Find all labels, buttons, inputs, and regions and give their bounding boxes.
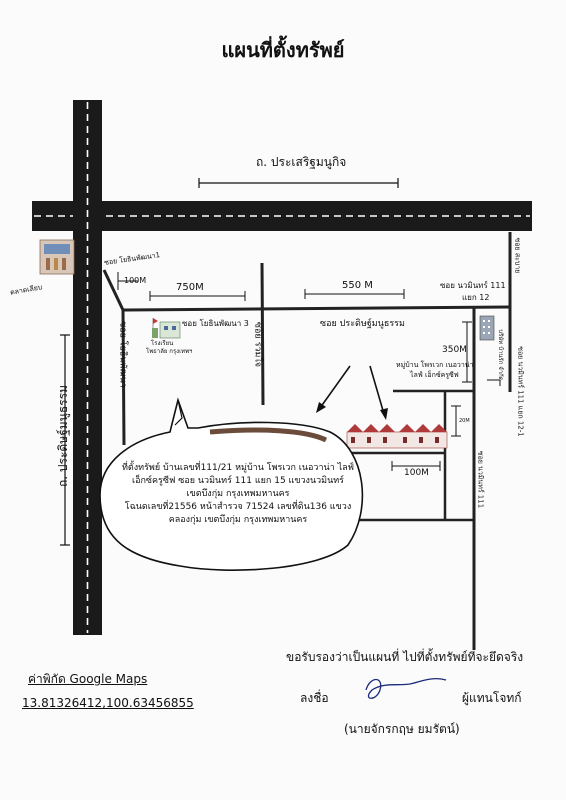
soi-nawamin-111-12-label: ซอย นวมินทร์ 111 bbox=[440, 281, 506, 290]
soi-nawamin-111-12-label-b: แยก 12 bbox=[462, 293, 490, 302]
certification-statement: ขอรับรองว่าเป็นแผนที่ ไปที่ตั้งทรัพย์ที่… bbox=[286, 650, 524, 664]
soi-yothin-3-label: ซอย โยธินพัฒนา 3 bbox=[182, 319, 249, 328]
soi-ruamjai-road bbox=[260, 262, 265, 406]
soi-ruamjai-label: ซอย ร่วมใจ bbox=[252, 321, 263, 368]
hospital-icon bbox=[152, 318, 181, 339]
mall-icon bbox=[39, 239, 75, 275]
sign-label: ลงชื่อ bbox=[300, 691, 329, 705]
callout-shadow bbox=[209, 427, 328, 443]
distance-100m-bottom: 100M bbox=[404, 468, 429, 478]
soi-pradit-label: ซอย ประดิษฐ์มนูธรรม bbox=[320, 319, 405, 329]
distance-350m: 350M bbox=[442, 345, 467, 355]
coordinates-label: ค่าพิกัด Google Maps bbox=[28, 672, 148, 686]
callout-tail-edge bbox=[174, 399, 183, 426]
callout-bubble bbox=[99, 397, 364, 571]
pointer-arrowhead bbox=[316, 402, 326, 413]
main-horizontal-road-label: ถ. ประเสริฐมนูกิจ bbox=[256, 155, 347, 169]
soi-pradit-road bbox=[122, 305, 511, 312]
pointer-arrowhead bbox=[380, 408, 388, 420]
callout-line: เอ็กซ์ครูซีฟ ซอย นวมินทร์ 111 แยก 15 แขว… bbox=[132, 476, 344, 486]
hospital-label-b: โพธาลัย กรุงเทพฯ bbox=[146, 348, 193, 355]
main-vertical-road-label: ถ. ประดิษฐ์มนูธรรม bbox=[56, 385, 70, 487]
soi-yothin-1-diagonal bbox=[102, 269, 125, 311]
company-label: บริษัท บ้านรัก จำกัด bbox=[497, 329, 504, 381]
company-icon bbox=[479, 315, 495, 341]
soi-yothin-vertical-label: ซอย โยธินพัฒนา bbox=[117, 321, 128, 388]
distance-100m-top: 100M bbox=[124, 276, 147, 285]
signature bbox=[365, 678, 447, 699]
signer-role: ผู้แทนโจทก์ bbox=[462, 691, 522, 705]
hospital-label: โรงเรียน bbox=[151, 340, 174, 347]
pointer-arrow-left bbox=[319, 365, 351, 409]
page-title: แผนที่ตั้งทรัพย์ bbox=[221, 38, 345, 62]
callout-line: คลองกุ่ม เขตบึงกุ่ม กรุงเทพมหานคร bbox=[168, 515, 308, 525]
property-callout: ที่ตั้งทรัพย์ บ้านเลขที่111/21 หมู่บ้าน … bbox=[108, 462, 368, 527]
coordinates-value: 13.81326412,100.63456855 bbox=[22, 696, 194, 710]
distance-20m: 20M bbox=[459, 418, 470, 424]
callout-line: ที่ตั้งทรัพย์ บ้านเลขที่111/21 หมู่บ้าน … bbox=[121, 463, 355, 473]
village-label-b: ไลฟ์ เอ็กซ์ครูซีฟ bbox=[410, 371, 459, 379]
soi-nawamin-111-label: ซอย นวมินทร์ 111 bbox=[476, 450, 485, 509]
callout-line: โฉนดเลขที่21556 หน้าสำรวจ 71524 เลขที่ดิ… bbox=[124, 502, 352, 512]
soi-sabai-label: ซอย สะบาย bbox=[513, 237, 522, 274]
property-houses bbox=[346, 424, 448, 449]
soi-yothin-vertical-road bbox=[121, 309, 126, 446]
distance-550m: 550 M bbox=[342, 280, 373, 291]
village-label: หมู่บ้าน โพรเวก เนอวาน่า bbox=[396, 361, 474, 369]
pointer-arrow-right bbox=[369, 365, 385, 415]
distance-750m: 750M bbox=[176, 282, 204, 293]
signer-name: (นายจักรกฤษ ยมรัตน์) bbox=[344, 722, 460, 736]
callout-line: เขตบึงกุ่ม กรุงเทพมหานคร bbox=[186, 489, 290, 499]
soi-nawamin-111-12-1-label: ซอย นวมินทร์ 111 แยก 12-1 bbox=[516, 346, 525, 437]
